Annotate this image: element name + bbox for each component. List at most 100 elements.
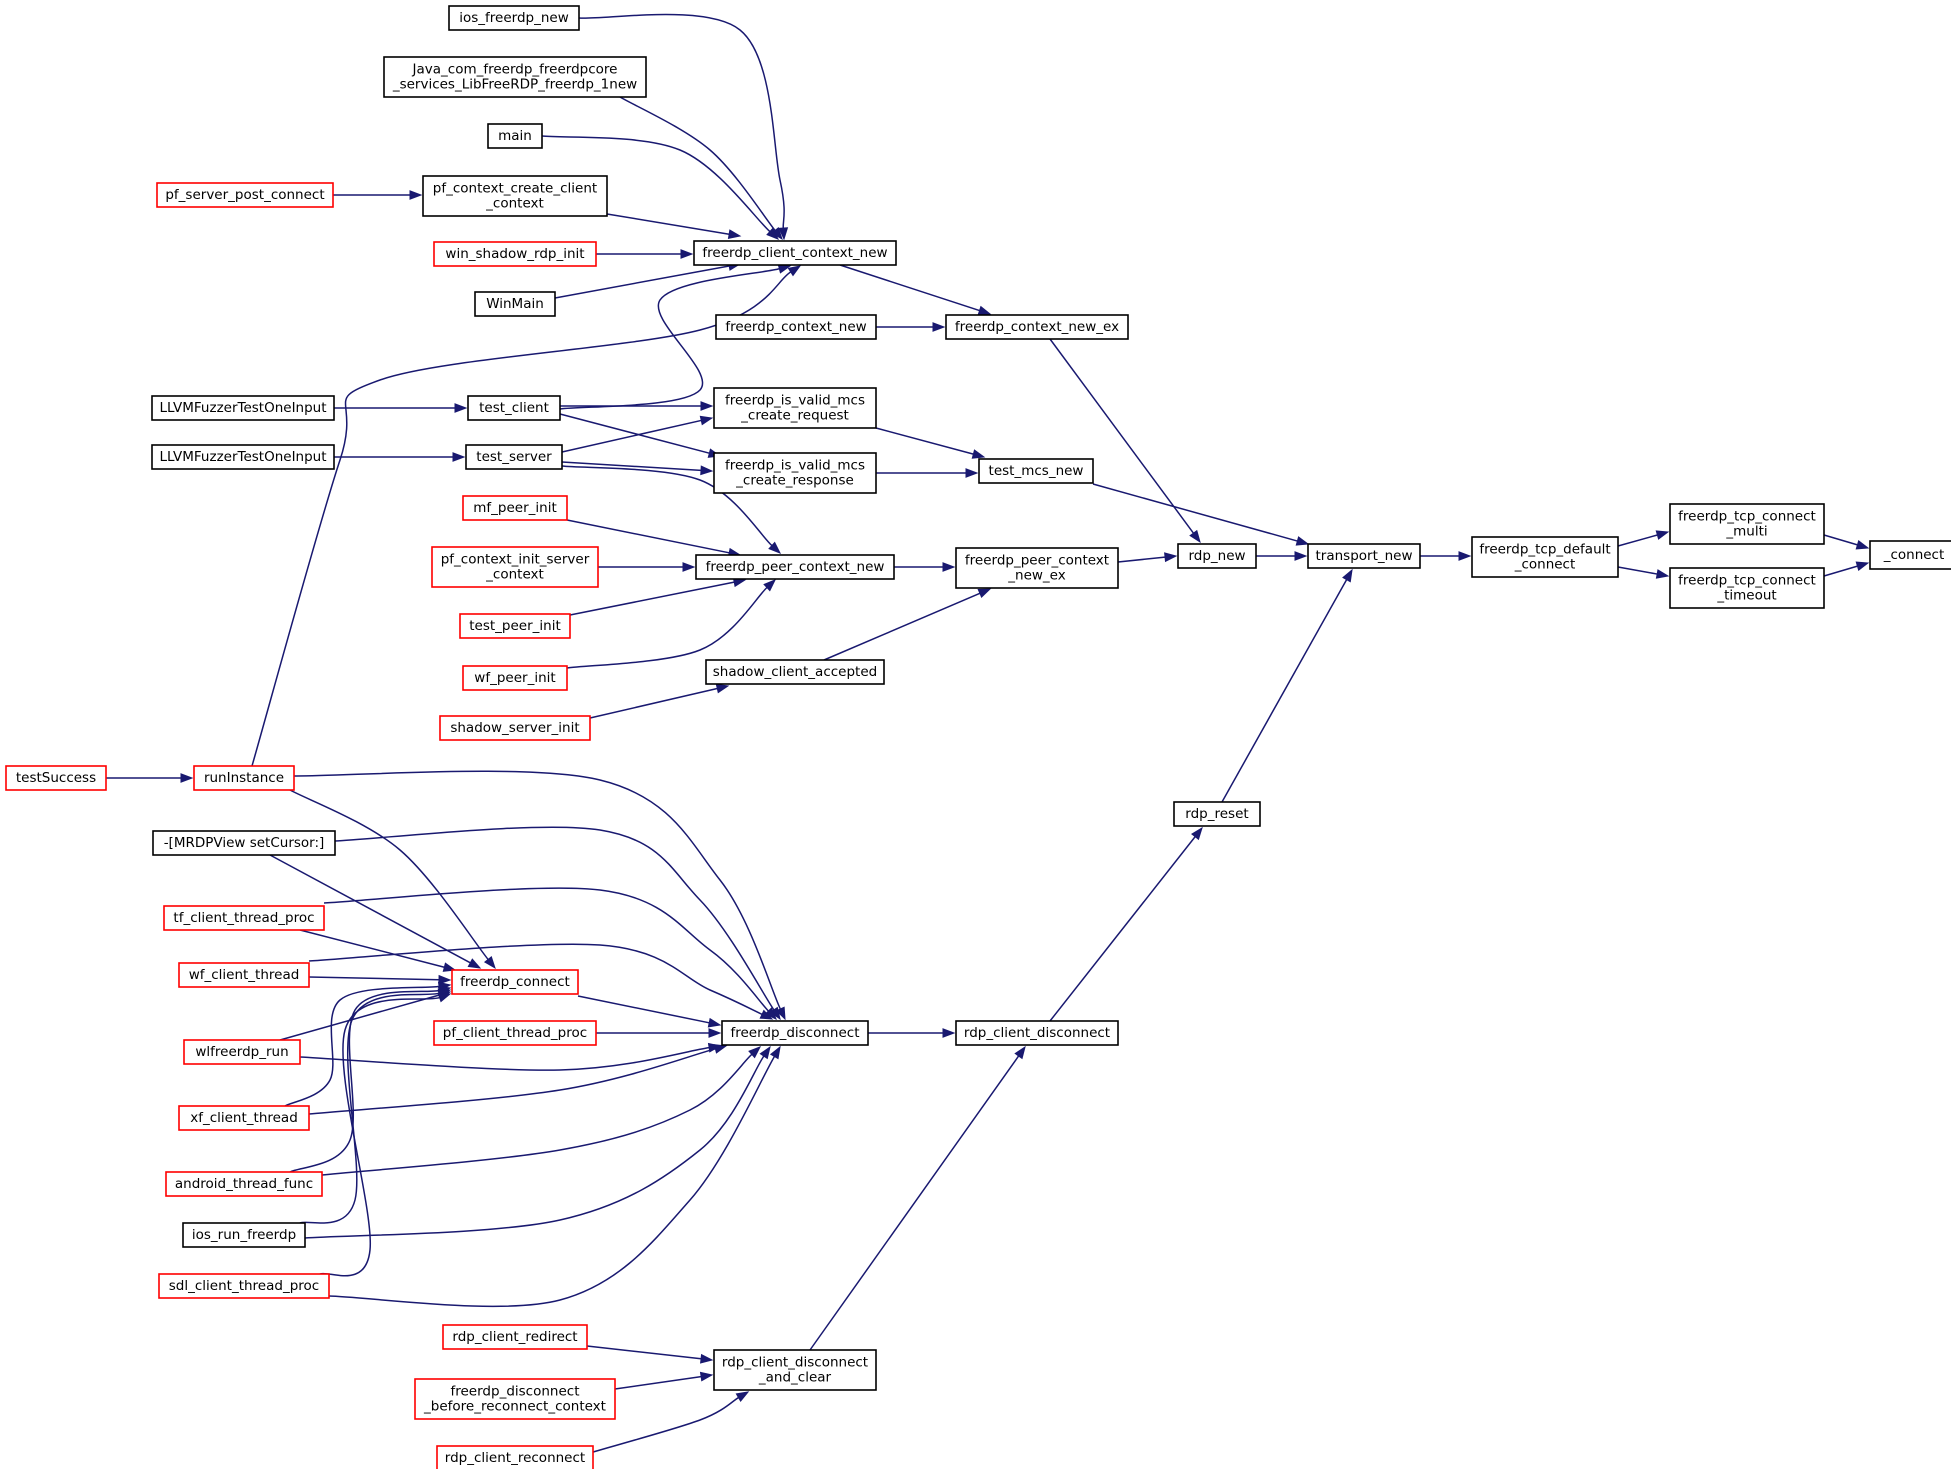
edge-tfclient-to-fconnect: [299, 929, 457, 972]
edge-runinstance-to-disconnect: [293, 770, 786, 1021]
arrowhead: [1458, 551, 1472, 561]
node-main[interactable]: main: [487, 123, 543, 149]
node-label: mf_peer_init: [473, 500, 557, 516]
arrowhead: [787, 265, 802, 277]
node-box: [178, 962, 310, 988]
node-wf-peer-init[interactable]: wf_peer_init: [462, 665, 568, 691]
node-ios-freerdp-new[interactable]: ios_freerdp_new: [448, 5, 580, 31]
node-ios-run-freerdp[interactable]: ios_run_freerdp: [182, 1222, 306, 1248]
node-java-com-freerdp-freerdpcore-services-libfreerdp-freerdp-1new[interactable]: Java_com_freerdp_freerdpcore_services_Li…: [383, 56, 647, 98]
node-label: freerdp_tcp_connect: [1678, 573, 1816, 589]
node-runinstance[interactable]: runInstance: [193, 765, 295, 791]
node-label: testSuccess: [16, 770, 96, 786]
node-label: freerdp_tcp_connect: [1678, 509, 1816, 525]
node-rdp-client-disconnect-and-clear[interactable]: rdp_client_disconnect_and_clear: [713, 1349, 877, 1391]
node-tf-client-thread-proc[interactable]: tf_client_thread_proc: [163, 905, 325, 931]
node-freerdp-context-new[interactable]: freerdp_context_new: [715, 314, 877, 340]
node-box: [182, 1222, 306, 1248]
node-freerdp-disconnect-before-reconnect-context[interactable]: freerdp_disconnect_before_reconnect_cont…: [414, 1378, 616, 1420]
node-freerdp-is-valid-mcs-create-response[interactable]: freerdp_is_valid_mcs_create_response: [713, 452, 877, 494]
node-sdl-client-thread-proc[interactable]: sdl_client_thread_proc: [158, 1273, 330, 1299]
node-box: [462, 495, 568, 521]
edge-runinstance-to-fconnect: [289, 789, 496, 970]
edge-ctxnewex-to-rdpnew: [1049, 338, 1201, 544]
node-win-shadow-rdp-init[interactable]: win_shadow_rdp_init: [433, 241, 597, 267]
node-rdp-client-reconnect[interactable]: rdp_client_reconnect: [436, 1445, 594, 1469]
node-label: freerdp_disconnect: [451, 1384, 580, 1400]
node-label: sdl_client_thread_proc: [169, 1278, 319, 1294]
edge-rdpreset-to-transport: [1221, 568, 1353, 803]
node-test-client[interactable]: test_client: [467, 395, 561, 421]
node-llvmfuzzertestoneinput[interactable]: LLVMFuzzerTestOneInput: [151, 444, 335, 470]
node-box: [178, 1105, 310, 1131]
node-connect[interactable]: _connect: [1869, 540, 1951, 570]
node-pf-context-create-client-context[interactable]: pf_context_create_client_context: [422, 175, 608, 217]
arrowhead: [977, 305, 992, 316]
node-android-thread-func[interactable]: android_thread_func: [165, 1171, 323, 1197]
node-box: [158, 1273, 330, 1299]
node-freerdp-context-new-ex[interactable]: freerdp_context_new_ex: [945, 314, 1129, 340]
edge-testserver-to-mcsresp: [561, 461, 714, 476]
node-llvmfuzzertestoneinput[interactable]: LLVMFuzzerTestOneInput: [151, 395, 335, 421]
node-label: _context: [485, 196, 544, 212]
node-freerdp-tcp-default-connect[interactable]: freerdp_tcp_default_connect: [1471, 536, 1619, 578]
node-label: transport_new: [1315, 548, 1412, 564]
edge-fuzz1-to-testclient: [334, 403, 468, 413]
node-label: _services_LibFreeRDP_freerdp_1new: [392, 77, 637, 93]
node-rdp-new[interactable]: rdp_new: [1177, 543, 1257, 569]
node-testsuccess[interactable]: testSuccess: [5, 765, 107, 791]
node-label: _timeout: [1716, 588, 1776, 604]
node-freerdp-client-context-new[interactable]: freerdp_client_context_new: [693, 240, 897, 266]
node-label: _connect: [1514, 557, 1576, 573]
node-label: xf_client_thread: [190, 1110, 298, 1126]
node-freerdp-disconnect[interactable]: freerdp_disconnect: [721, 1020, 869, 1046]
node-transport-new[interactable]: transport_new: [1307, 543, 1421, 569]
edge-peerctxnew-to-peerctxex: [894, 562, 956, 572]
arrowhead: [707, 1017, 722, 1028]
node-pf-context-init-server-context[interactable]: pf_context_init_server_context: [431, 546, 599, 588]
node-test-server[interactable]: test_server: [465, 444, 563, 470]
node-box: [5, 765, 107, 791]
node-xf-client-thread[interactable]: xf_client_thread: [178, 1105, 310, 1131]
edge-pfcreate-to-clientctxnew: [606, 213, 742, 239]
node-pf-server-post-connect[interactable]: pf_server_post_connect: [156, 182, 334, 208]
node-test-mcs-new[interactable]: test_mcs_new: [978, 458, 1094, 484]
node-freerdp-is-valid-mcs-create-request[interactable]: freerdp_is_valid_mcs_create_request: [713, 387, 877, 429]
node-label: Java_com_freerdp_freerdpcore: [412, 62, 618, 78]
node-freerdp-connect[interactable]: freerdp_connect: [451, 969, 579, 995]
edge-ctxnew-to-ctxnewex: [876, 322, 946, 332]
node-mf-peer-init[interactable]: mf_peer_init: [462, 495, 568, 521]
edge-testclient-to-mcsresp: [559, 413, 722, 458]
node-rdp-client-redirect[interactable]: rdp_client_redirect: [442, 1324, 588, 1350]
arrowhead: [1855, 540, 1870, 550]
node-shadow-server-init[interactable]: shadow_server_init: [439, 715, 591, 741]
arrowhead: [700, 1353, 714, 1364]
node-rdp-reset[interactable]: rdp_reset: [1173, 801, 1261, 827]
node-wf-client-thread[interactable]: wf_client_thread: [178, 962, 310, 988]
edge-timeout-to-connect: [1823, 561, 1870, 577]
arrowhead: [764, 1007, 777, 1021]
node-box: [451, 969, 579, 995]
edge-xf-to-disconnect: [308, 1044, 728, 1115]
node-box: [1177, 543, 1257, 569]
node-label: shadow_client_accepted: [713, 664, 877, 680]
node-box: [487, 123, 543, 149]
node-test-peer-init[interactable]: test_peer_init: [459, 613, 571, 639]
node-box: [1669, 567, 1825, 609]
node-freerdp-tcp-connect-timeout[interactable]: freerdp_tcp_connect_timeout: [1669, 567, 1825, 609]
node-label: _and_clear: [758, 1370, 832, 1386]
node-rdp-client-disconnect[interactable]: rdp_client_disconnect: [955, 1020, 1119, 1046]
node-shadow-client-accepted[interactable]: shadow_client_accepted: [705, 659, 885, 685]
node-pf-client-thread-proc[interactable]: pf_client_thread_proc: [433, 1020, 597, 1046]
node-freerdp-tcp-connect-multi[interactable]: freerdp_tcp_connect_multi: [1669, 503, 1825, 545]
node-box: [436, 1445, 594, 1469]
node-freerdp-peer-context-new-ex[interactable]: freerdp_peer_context_new_ex: [955, 547, 1119, 589]
node-winmain[interactable]: WinMain: [474, 291, 556, 317]
edge-testserver-to-peerctxnew: [561, 465, 782, 554]
node-label: _create_response: [735, 473, 854, 489]
node-mrdpview-setcursor[interactable]: -[MRDPView setCursor:]: [152, 830, 336, 856]
node-wlfreerdp-run[interactable]: wlfreerdp_run: [183, 1039, 301, 1065]
node-freerdp-peer-context-new[interactable]: freerdp_peer_context_new: [695, 554, 895, 580]
node-layer: _connectfreerdp_tcp_connect_multifreerdp…: [5, 5, 1951, 1469]
